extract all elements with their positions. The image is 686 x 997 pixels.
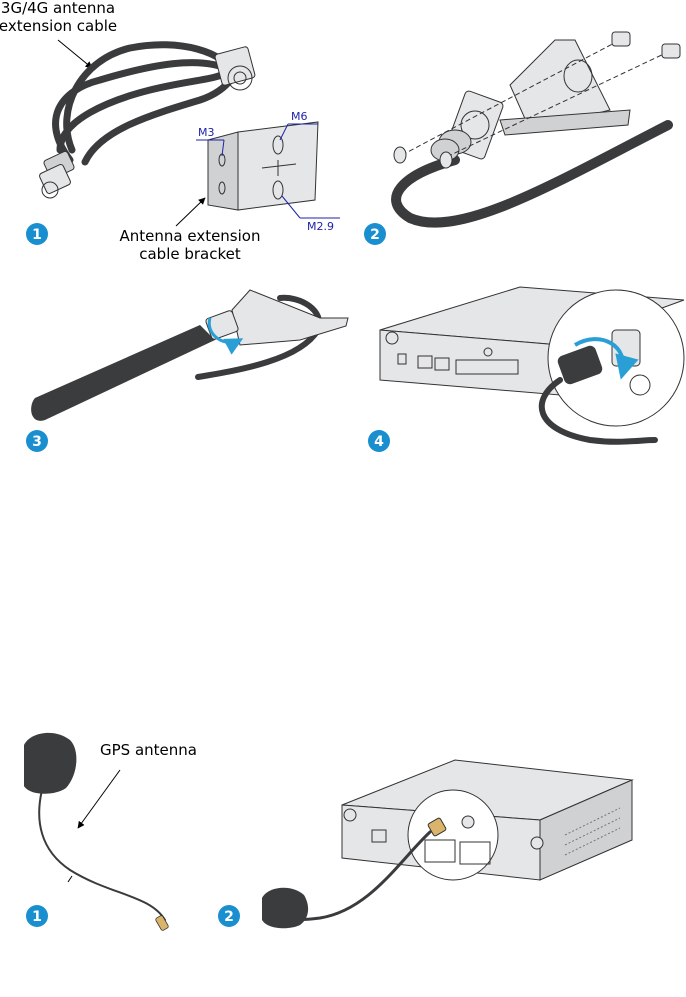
svg-text:3: 3 <box>32 434 42 450</box>
svg-text:1: 1 <box>32 909 42 925</box>
cable-callout-arrow <box>57 39 93 69</box>
screws-right <box>611 31 681 59</box>
gps-callout-arrow <box>77 769 121 829</box>
panel-fasten-cable: 2 <box>364 31 681 245</box>
step-badge-3: 3 <box>26 430 48 452</box>
gps-antenna-puck-2 <box>262 887 309 929</box>
screw-left <box>393 146 453 169</box>
bracket-drawing <box>207 121 319 211</box>
gps-step-badge-2: 2 <box>218 905 240 927</box>
n-type-connector <box>39 150 75 199</box>
dim-m6: M6 <box>291 110 308 123</box>
extension-cable <box>39 41 256 199</box>
panel-cable-and-bracket: 3G/4G antenna extension cable <box>0 0 340 263</box>
cable-callout-line1: 3G/4G antenna <box>1 0 115 17</box>
svg-text:2: 2 <box>370 227 380 243</box>
gps-antenna-puck <box>24 732 77 794</box>
svg-text:2: 2 <box>224 909 234 925</box>
dim-m29: M2.9 <box>307 220 334 233</box>
bracket-with-connector <box>430 39 631 162</box>
rotate-arrow-4 <box>573 337 639 380</box>
gps-callout: GPS antenna <box>100 741 197 759</box>
panel-gps-antenna: GPS antenna 1 2 <box>24 732 634 931</box>
sma-connector <box>155 915 169 931</box>
step-badge-4: 4 <box>368 430 390 452</box>
bracket-callout-line2: cable bracket <box>139 245 241 263</box>
step-badge-2: 2 <box>364 223 386 245</box>
gps-step-badge-1: 1 <box>26 905 48 927</box>
svg-text:4: 4 <box>374 434 384 450</box>
svg-text:1: 1 <box>32 227 42 243</box>
panel-connect-router: 4 <box>368 286 685 452</box>
flange-connector <box>214 46 256 91</box>
bracket-callout-line1: Antenna extension <box>120 227 261 245</box>
dim-m3: M3 <box>198 126 215 139</box>
router-ports <box>385 331 519 375</box>
bracket-callout-arrow <box>175 197 206 227</box>
step-badge-1: 1 <box>26 223 48 245</box>
antenna-body <box>31 325 215 421</box>
cable-callout-line2: extension cable <box>0 17 117 35</box>
gps-zoom-circle <box>407 789 499 881</box>
panel-attach-antenna: 3 <box>26 289 349 452</box>
rotate-arrow-3 <box>207 317 244 355</box>
